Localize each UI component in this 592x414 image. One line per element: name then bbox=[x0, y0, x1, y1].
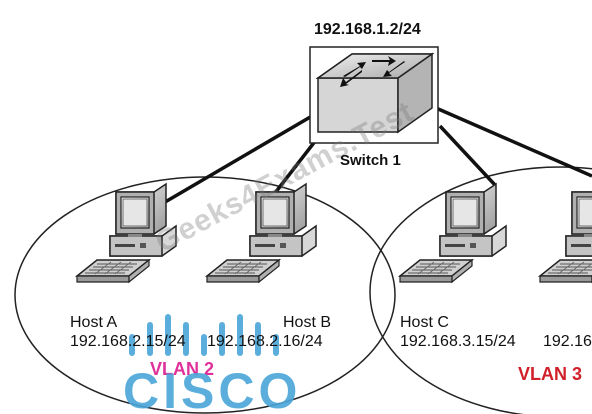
link-host-d bbox=[435, 106, 592, 178]
host-a-ip: 192.168.2.15/24 bbox=[70, 333, 186, 350]
switch-name-label: Switch 1 bbox=[340, 152, 401, 169]
vlan-3-boundary bbox=[369, 166, 592, 414]
host-a-name: Host A bbox=[70, 314, 118, 331]
host-c-ip: 192.168.3.15/24 bbox=[400, 333, 516, 350]
switch-ip-label: 192.168.1.2/24 bbox=[314, 21, 421, 38]
host-c-computer-icon bbox=[439, 183, 507, 257]
link-host-c bbox=[438, 124, 497, 187]
switch-icon bbox=[309, 46, 439, 144]
host-b-name: Host B bbox=[283, 314, 332, 331]
host-c-name: Host C bbox=[400, 314, 449, 331]
host-d-computer-icon bbox=[565, 183, 592, 257]
cisco-logo-text: CISCO bbox=[123, 363, 302, 414]
vlan-2-label: VLAN 2 bbox=[150, 359, 215, 379]
host-a-keyboard-icon bbox=[76, 259, 150, 283]
host-d-ip: 192.16 bbox=[543, 333, 592, 350]
vlan-3-label: VLAN 3 bbox=[518, 364, 583, 384]
cisco-logo-bars bbox=[129, 314, 279, 356]
link-host-a bbox=[159, 114, 313, 207]
host-b-ip: 192.168.2.16/24 bbox=[207, 333, 323, 350]
host-b-keyboard-icon bbox=[206, 259, 280, 283]
host-c-keyboard-icon bbox=[399, 259, 473, 283]
host-d-keyboard-icon bbox=[539, 259, 592, 283]
